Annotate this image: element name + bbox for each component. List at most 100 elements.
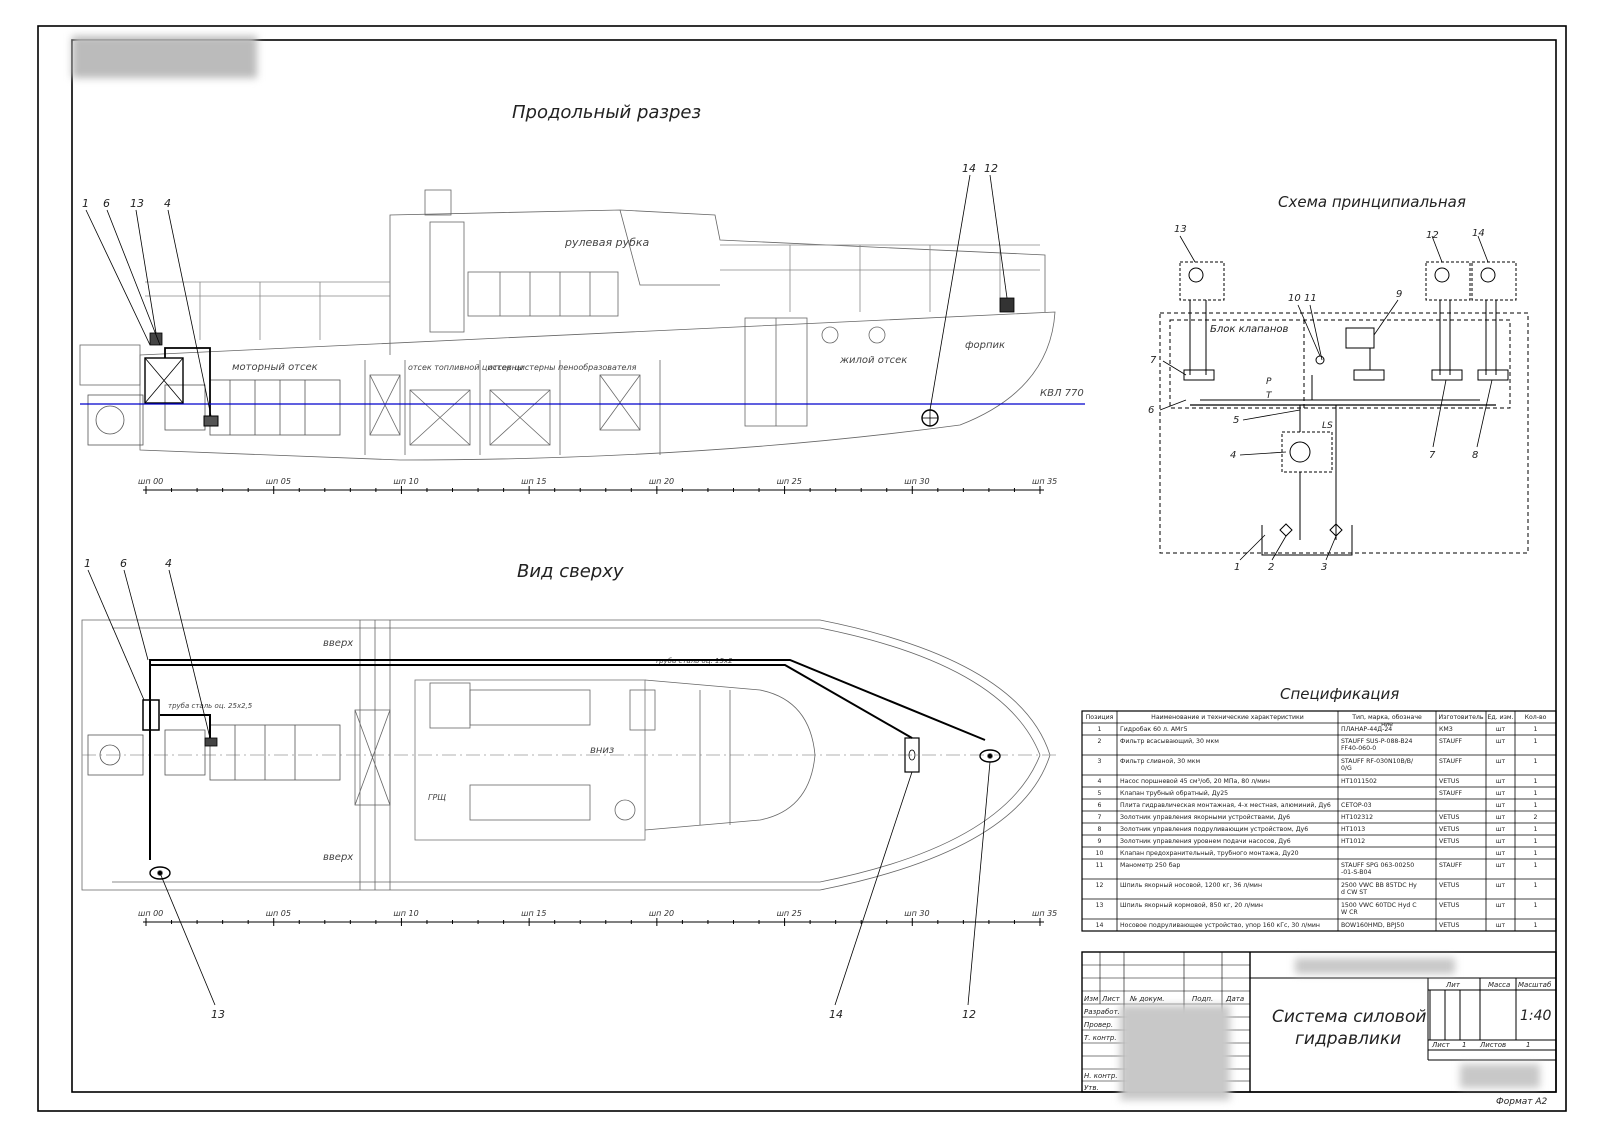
spec-cell: Фильтр сливной, 30 мкм bbox=[1120, 757, 1201, 765]
tb-izm: Изм bbox=[1084, 995, 1099, 1003]
side-section-title: Продольный разрез bbox=[512, 102, 701, 123]
spec-cell: шт bbox=[1496, 814, 1506, 821]
signatures-redacted bbox=[1120, 1005, 1230, 1100]
schematic-t: T bbox=[1266, 391, 1273, 401]
callout-side-12: 12 bbox=[984, 162, 998, 175]
top-view: Вид сверху вверх вверх bbox=[81, 557, 1060, 1021]
spec-cell: 7 bbox=[1098, 814, 1102, 821]
label-genset: отсек цистерны пенообразователя bbox=[488, 363, 637, 372]
callout-top-13: 13 bbox=[211, 1008, 225, 1021]
title-block: Система силовой гидравлики Лит Масса Мас… bbox=[1081, 951, 1557, 1107]
spec-cell: шт bbox=[1496, 790, 1506, 797]
spec-cell: STAUFF RF-030N10B/B/ bbox=[1341, 758, 1414, 765]
frame-label: шп 20 bbox=[649, 477, 674, 486]
spec-cell: 2500 VWC BB 85TDC Hy bbox=[1341, 882, 1417, 889]
spec-cell: STAUFF bbox=[1439, 758, 1463, 765]
schematic-p: P bbox=[1266, 377, 1272, 387]
spec-cell: 5 bbox=[1098, 790, 1102, 797]
drawing-title-line1: Система силовой bbox=[1272, 1007, 1426, 1027]
spec-cell: 1 bbox=[1534, 902, 1538, 909]
spec-cell: 6 bbox=[1098, 802, 1102, 809]
sch-callout-7a: 7 bbox=[1150, 355, 1157, 366]
label-waterline: КВЛ 770 bbox=[1040, 388, 1084, 399]
callout-side-4: 4 bbox=[164, 197, 171, 210]
tb-doc: № докум. bbox=[1129, 995, 1165, 1003]
frame-label: шп 00 bbox=[138, 909, 163, 918]
spec-cell: BOW160HMD, BPJ50 bbox=[1341, 922, 1404, 929]
label-living: жилой отсек bbox=[839, 355, 907, 366]
schematic-title: Схема принципиальная bbox=[1278, 193, 1466, 211]
tb-date: Дата bbox=[1225, 995, 1244, 1003]
scale-label: Масштаб bbox=[1518, 981, 1552, 989]
spec-cell: шт bbox=[1496, 726, 1506, 733]
sch-callout-6: 6 bbox=[1148, 405, 1154, 416]
frame-label: шп 20 bbox=[649, 909, 674, 918]
callout-top-12: 12 bbox=[962, 1008, 976, 1021]
drawing-title-line2: гидравлики bbox=[1295, 1029, 1401, 1049]
frame-label: шп 25 bbox=[777, 477, 802, 486]
label-fuel-tanks: отсек топливной цистерны bbox=[408, 363, 523, 372]
spec-cell: FF40-060-0 bbox=[1341, 745, 1376, 752]
spec-cell: Плита гидравлическая монтажная, 4-х мест… bbox=[1120, 801, 1331, 809]
outer-frame bbox=[37, 25, 1567, 1112]
callout-top-14: 14 bbox=[829, 1008, 843, 1021]
spec-cell: 1 bbox=[1534, 862, 1538, 869]
spec-cell: Клапан предохранительный, трубного монта… bbox=[1120, 849, 1299, 857]
sch-callout-14: 14 bbox=[1472, 228, 1485, 239]
sch-callout-7b: 7 bbox=[1429, 450, 1436, 461]
spec-cell: Золотник управления якорными устройствам… bbox=[1120, 813, 1290, 821]
label-wheelhouse: рулевая рубка bbox=[564, 236, 650, 249]
spec-cell: 10 bbox=[1096, 850, 1104, 857]
callout-top-4: 4 bbox=[165, 557, 172, 570]
spec-cell: 1 bbox=[1098, 726, 1102, 733]
sheets-label: Листов bbox=[1479, 1041, 1506, 1049]
spec-cell: VETUS bbox=[1439, 778, 1459, 785]
spec-cell: шт bbox=[1496, 902, 1506, 909]
sch-callout-5: 5 bbox=[1233, 415, 1239, 426]
spec-cell: 1 bbox=[1534, 802, 1538, 809]
spec-cell: 8 bbox=[1098, 826, 1102, 833]
spec-cell: 12 bbox=[1096, 882, 1104, 889]
sheet-label: Лист bbox=[1431, 1041, 1451, 1049]
spec-cell: шт bbox=[1496, 738, 1506, 745]
label-up-2: вверх bbox=[323, 852, 353, 863]
label-pipe-2: труба сталь оц. 25х2,5 bbox=[168, 702, 253, 710]
sch-callout-13: 13 bbox=[1174, 224, 1187, 235]
format-label: Формат А2 bbox=[1496, 1097, 1548, 1107]
tb-role-tcontr: Т. контр. bbox=[1084, 1034, 1117, 1042]
inner-frame bbox=[71, 39, 1557, 1093]
spec-cell: VETUS bbox=[1439, 902, 1459, 909]
stamp-redacted bbox=[72, 36, 257, 78]
spec-cell: шт bbox=[1496, 862, 1506, 869]
sch-callout-8: 8 bbox=[1472, 450, 1478, 461]
spec-cell: 2 bbox=[1098, 738, 1102, 745]
frame-label: шп 05 bbox=[266, 909, 291, 918]
spec-cell: шт bbox=[1496, 922, 1506, 929]
hydraulic-schematic: Схема принципиальная Блок клапанов bbox=[1148, 193, 1529, 573]
spec-cell: шт bbox=[1496, 778, 1506, 785]
spec-cell: VETUS bbox=[1439, 838, 1459, 845]
frame-label: шп 10 bbox=[393, 477, 418, 486]
mass-label: Масса bbox=[1488, 981, 1510, 989]
spec-cell: 13 bbox=[1096, 902, 1104, 909]
spec-cell: Клапан трубный обратный, Ду25 bbox=[1120, 789, 1228, 797]
spec-cell: 1 bbox=[1534, 738, 1538, 745]
callout-side-6: 6 bbox=[103, 197, 110, 210]
spec-cell: STAUFF SPG 063-00250 bbox=[1341, 862, 1414, 869]
spec-cell: Фильтр всасывающий, 30 мкм bbox=[1120, 737, 1219, 745]
spec-cell: Гидробак 60 л. АМг5 bbox=[1120, 725, 1188, 733]
tb-role-ncontr: Н. контр. bbox=[1084, 1072, 1118, 1080]
spec-cell: 1 bbox=[1534, 778, 1538, 785]
spec-cell: шт bbox=[1496, 802, 1506, 809]
sch-callout-4: 4 bbox=[1230, 450, 1236, 461]
spec-cell: Золотник управления уровнем подачи насос… bbox=[1120, 838, 1291, 845]
org-redacted bbox=[1460, 1064, 1540, 1088]
sheet-number: 1 bbox=[1462, 1041, 1466, 1049]
spec-cell: 1500 VWC 60TDC Hyd C bbox=[1341, 902, 1417, 909]
tb-sign: Подп. bbox=[1192, 995, 1213, 1003]
spec-header-cell: Наименование и технические характеристик… bbox=[1151, 714, 1304, 721]
